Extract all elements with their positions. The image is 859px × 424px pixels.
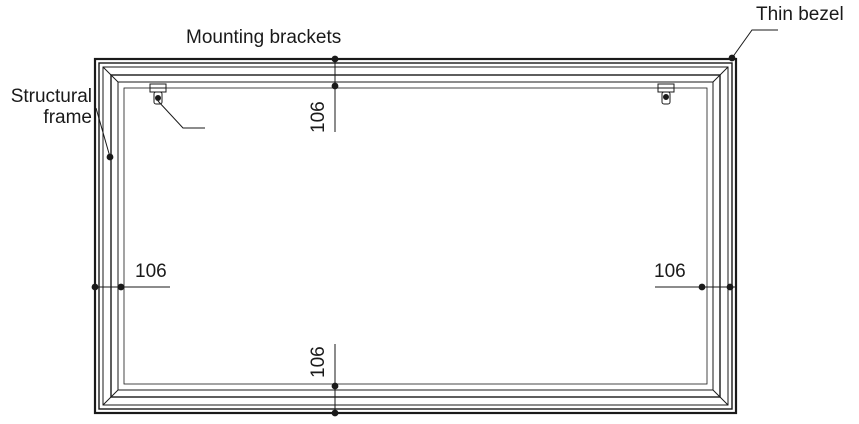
structural-frame-outer: [110, 74, 721, 398]
frame-leader-dot: [106, 153, 114, 161]
label-structural-frame-line1: Structural: [10, 86, 92, 107]
bezel-inner-line-2: [102, 66, 729, 406]
dim-label-right: 106: [654, 261, 686, 282]
label-structural-frame-line2: frame: [43, 107, 92, 128]
dim-label-top: 106: [308, 101, 329, 133]
label-thin-bezel: Thin bezel: [756, 4, 844, 25]
dim-dot-right-outer: [726, 283, 734, 291]
dim-dot-bottom-outer: [331, 409, 339, 417]
dim-dot-top-outer: [331, 55, 339, 63]
label-mounting-brackets: Mounting brackets: [186, 27, 342, 48]
dim-dot-bottom-inner: [331, 382, 339, 390]
bezel-leader-dot: [728, 54, 736, 62]
mounting-bracket-right: [657, 83, 675, 105]
dim-dot-top-inner: [331, 82, 339, 90]
corner-bevel-bl: [102, 389, 119, 406]
dim-label-bottom: 106: [308, 346, 329, 378]
dim-dot-right-inner: [698, 283, 706, 291]
structural-frame-inner: [117, 81, 714, 391]
dim-label-left: 106: [135, 261, 167, 282]
frame-leader-line: [95, 107, 111, 158]
bezel-leader-line: [731, 29, 778, 59]
structural-frame-panel: [123, 87, 708, 385]
outer-bezel: [93, 57, 738, 415]
corner-bevel-br: [712, 389, 729, 406]
corner-bevel-tr: [712, 66, 729, 83]
dim-dot-left-outer: [91, 283, 99, 291]
bracket-leader-line: [157, 100, 205, 129]
mounting-bracket-left: [149, 83, 167, 105]
bezel-inner-line-1: [98, 62, 733, 410]
corner-bevel-tl: [102, 66, 119, 83]
dim-dot-left-inner: [117, 283, 125, 291]
